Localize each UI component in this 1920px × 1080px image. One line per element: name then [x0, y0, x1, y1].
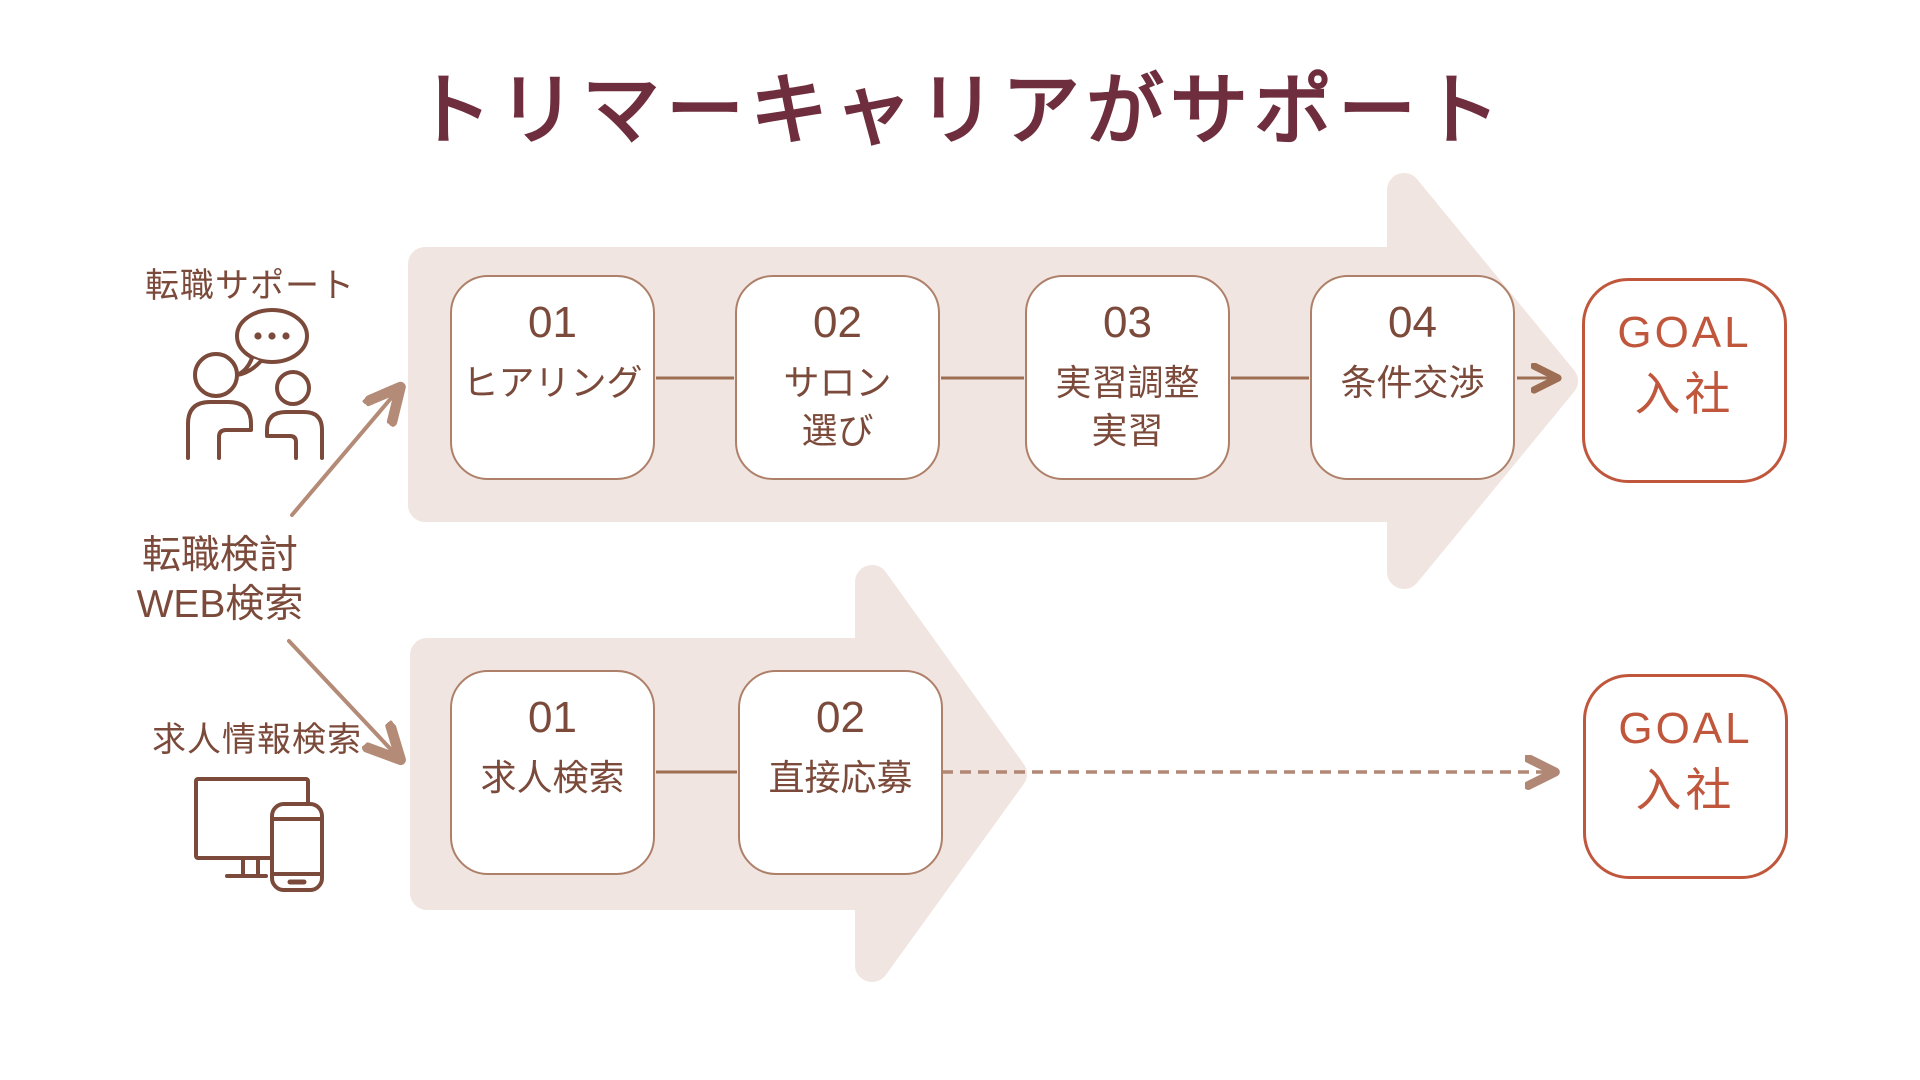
step-box-support-02: 02 サロン 選び [735, 275, 940, 480]
step-box-direct-01: 01 求人検索 [450, 670, 655, 875]
step-box-support-04: 04 条件交渉 [1310, 275, 1515, 480]
step-label-line1: 実習調整 [1055, 362, 1200, 403]
step-label-line2: 選び [801, 409, 874, 451]
conversation-icon [186, 308, 324, 460]
step-number: 02 [813, 298, 862, 347]
goal-label: 入社 [1634, 368, 1735, 420]
step-label: 実習調整 実習 [1055, 359, 1199, 454]
step-box-direct-02: 02 直接応募 [738, 670, 943, 875]
step-number: 04 [1388, 298, 1437, 347]
step-label-line2: 実習 [1091, 409, 1164, 451]
step-box-support-01: 01 ヒアリング [450, 275, 655, 480]
page-title: トリマーキャリアがサポート [413, 66, 1506, 154]
goal-title: GOAL [1617, 308, 1752, 357]
step-label: 条件交渉 [1340, 362, 1485, 403]
direct-path-label: 求人情報検索 [152, 721, 362, 759]
support-path-label: 転職サポート [145, 267, 355, 305]
branch-arrow-up [290, 390, 398, 517]
source-label-line2: WEB検索 [136, 582, 304, 626]
step-number: 01 [528, 693, 577, 742]
step-label-line1: サロン [783, 362, 892, 403]
devices-icon [194, 777, 324, 892]
goal-title: GOAL [1618, 704, 1753, 753]
source-label: 転職検討 WEB検索 [100, 532, 340, 630]
step-number: 01 [528, 298, 577, 347]
source-label-line1: 転職検討 [141, 534, 298, 577]
step-label: 直接応募 [768, 757, 913, 798]
goal-box-direct: GOAL 入社 [1583, 674, 1788, 879]
goal-label: 入社 [1635, 764, 1736, 816]
step-label: サロン 選び [783, 359, 891, 454]
branch-arrow-down [287, 639, 398, 757]
step-label: ヒアリング [462, 362, 643, 403]
step-number: 02 [816, 693, 865, 742]
step-number: 03 [1103, 298, 1152, 347]
step-box-support-03: 03 実習調整 実習 [1025, 275, 1230, 480]
step-label: 求人検索 [480, 757, 625, 798]
goal-box-support: GOAL 入社 [1582, 278, 1787, 483]
